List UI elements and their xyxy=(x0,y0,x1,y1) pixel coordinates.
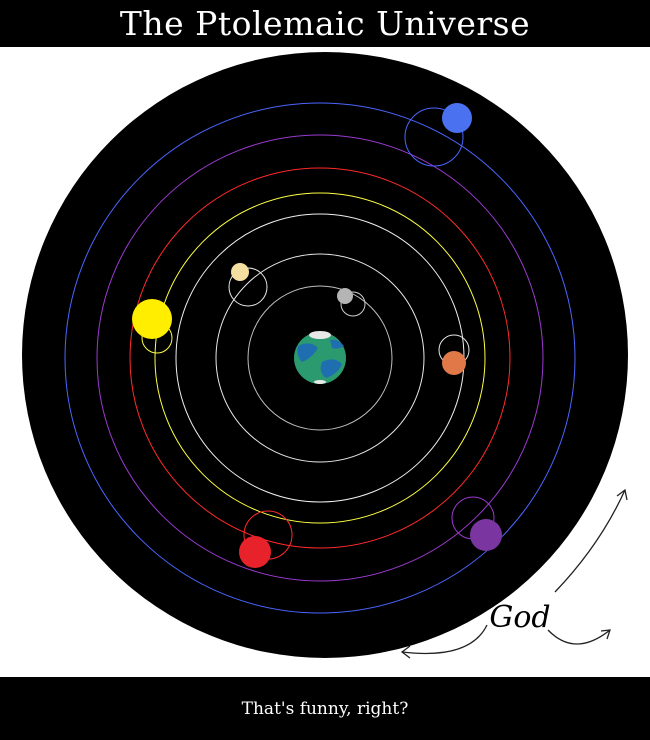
title-bar: The Ptolemaic Universe xyxy=(0,0,650,47)
orbit-jupiter xyxy=(96,134,544,582)
earth-polar-cap-north xyxy=(309,331,331,339)
orbit-sun xyxy=(154,192,486,524)
arrow-to-left xyxy=(401,624,488,655)
god-annotation: God xyxy=(400,488,628,659)
moon xyxy=(337,288,353,304)
venus xyxy=(442,351,466,375)
caption-text: That's funny, right? xyxy=(241,698,409,719)
orbit-saturn xyxy=(64,102,576,614)
earth-polar-cap-south xyxy=(314,380,326,384)
epicycle-saturn xyxy=(404,107,464,167)
sun xyxy=(132,299,172,339)
orbit-mercury xyxy=(215,253,425,463)
arrow-to-top-right xyxy=(554,489,626,593)
page-title: The Ptolemaic Universe xyxy=(119,4,531,43)
ptolemaic-diagram: God xyxy=(0,47,650,677)
epicycle-moon xyxy=(340,291,366,317)
earth xyxy=(294,331,346,384)
caption-bar: That's funny, right? xyxy=(0,677,650,740)
diagram-svg: God xyxy=(22,52,628,659)
saturn xyxy=(442,103,472,133)
arrow-to-right xyxy=(547,629,611,645)
god-label: God xyxy=(489,600,550,635)
jupiter xyxy=(470,519,502,551)
orbit-moon xyxy=(247,285,393,431)
mercury xyxy=(231,263,249,281)
orbit-mars xyxy=(129,167,511,549)
mars xyxy=(239,536,271,568)
